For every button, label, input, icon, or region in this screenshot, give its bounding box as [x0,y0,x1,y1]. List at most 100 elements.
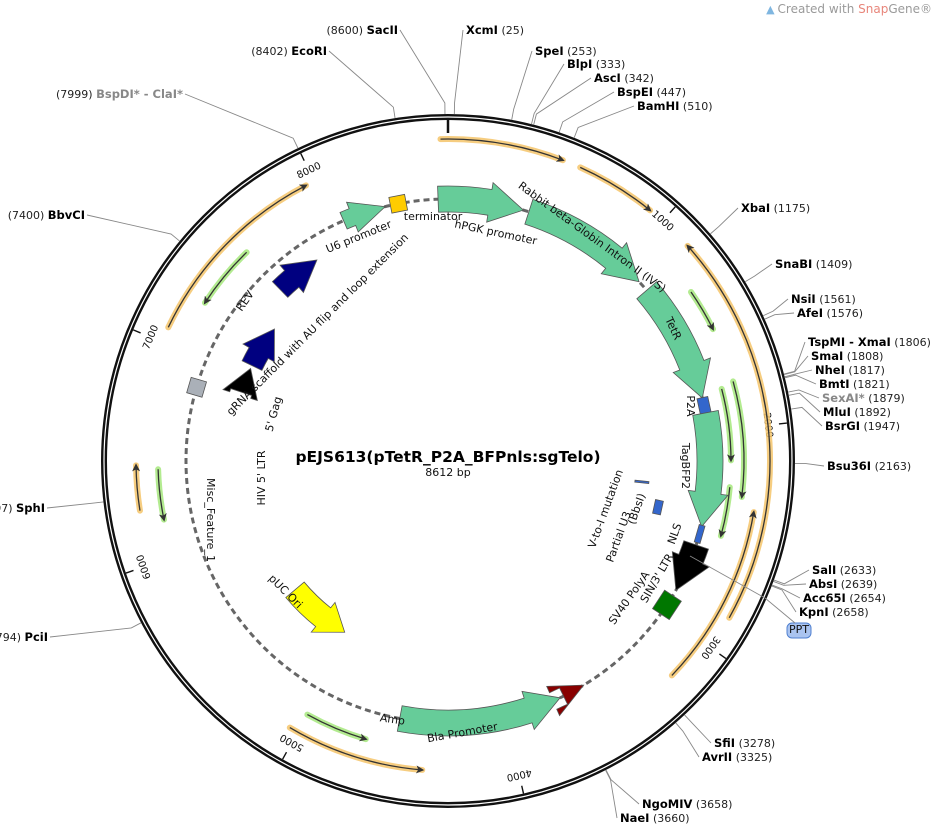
site-label: (7400) BbvCI [8,208,85,222]
restriction-site[interactable]: SnaBI (1409) [744,257,852,283]
feature-label: PPT [789,623,809,636]
feature-5-gag-shape [241,328,275,371]
restriction-site[interactable]: BspEI (447) [558,85,686,133]
site-leader-line [791,406,823,427]
restriction-site[interactable]: (8600) SacII [327,23,446,115]
feature-label: Misc_Feature_1 [204,478,217,562]
site-label: AscI (342) [594,71,654,85]
feature-misc-box[interactable] [186,376,208,398]
restriction-site[interactable]: SpeI (253) [511,44,597,120]
site-position: (342) [621,72,654,85]
site-label: SpeI (253) [535,44,597,58]
site-label: (7999) BspDI* - ClaI* [56,87,183,101]
site-leader-line [744,263,773,283]
site-leader-line [184,93,299,149]
feature-sin-3ltr[interactable] [671,540,711,591]
site-name: BmtI [819,377,850,391]
restriction-site[interactable]: XbaI (1175) [710,201,810,235]
restriction-site[interactable]: NgoMIV (3658) [605,769,732,811]
feature-beta-globin-intron[interactable] [524,198,640,283]
restriction-site[interactable]: SmaI (1808) [783,349,883,376]
restriction-site[interactable]: NaeI (3660) [605,769,690,825]
restriction-site[interactable]: SalI (2633) [773,563,876,585]
site-name: SexAI* [822,391,865,405]
plasmid-length: 8612 bp [425,466,470,479]
feature-bla-promoter-shape [546,684,585,717]
feature-puc-ori[interactable] [285,581,346,633]
restriction-site[interactable]: SexAI* (1879) [788,389,905,405]
orf-arrow [132,462,143,514]
site-name: BsrGI [825,419,860,433]
feature-terminator[interactable] [388,193,409,214]
restriction-site[interactable]: AvrII (3325) [675,722,773,764]
orf-arrow [684,242,773,621]
restriction-site[interactable]: Bsu36I (2163) [794,459,911,473]
restriction-site[interactable]: BamHI (510) [573,99,713,138]
feature-tetr[interactable] [636,281,712,399]
restriction-site[interactable]: Acc65I (2654) [771,584,886,605]
site-position: (1175) [770,202,810,215]
site-label: KpnI (2658) [799,605,869,619]
feature-5-gag[interactable] [241,328,275,371]
site-position: (7999) [56,88,96,101]
site-label: NheI (1817) [815,363,885,377]
restriction-site[interactable]: (7999) BspDI* - ClaI* [56,87,299,149]
feature-nls[interactable] [693,524,706,544]
orf-arrow [304,711,369,743]
feature-rev-shape [271,259,318,298]
restriction-site[interactable]: SfiI (3278) [684,714,776,750]
feature-label: Amp [379,711,406,727]
site-label: BsrGI (1947) [825,419,900,433]
site-leader-line [764,312,795,320]
restriction-site[interactable]: KpnI (2658) [771,585,869,619]
restriction-site[interactable]: BmtI (1821) [784,374,890,391]
restriction-site[interactable]: (6297) SphI [0,501,104,515]
restriction-site[interactable]: NheI (1817) [784,363,885,378]
feature-partial-u3-bar[interactable] [652,499,664,516]
feature-hiv-5ltr[interactable] [222,367,258,402]
restriction-site[interactable]: XcmI (25) [453,23,524,115]
watermark-prefix: Created with [777,2,859,16]
restriction-site[interactable]: AscI (342) [533,71,654,125]
restriction-site[interactable]: MluI (1892) [788,392,891,419]
site-position: (1947) [860,420,900,433]
tick-label: 6000 [135,553,154,581]
ppt-badge[interactable] [786,622,812,639]
restriction-site[interactable]: (5794) PciI [0,622,142,644]
site-position: (3658) [692,798,732,811]
site-name: NheI [815,363,845,377]
site-leader-line [784,369,813,378]
feature-tagbfp2[interactable] [687,410,729,528]
site-name: NgoMIV [642,797,692,811]
site-name: SacII [367,23,398,37]
feature-rev[interactable] [271,259,318,298]
restriction-site[interactable]: AfeI (1576) [764,306,863,320]
feature-bbsi-mark[interactable] [634,479,650,485]
feature-bla-promoter[interactable] [546,684,585,717]
feature-amp[interactable] [396,690,561,737]
feature-sv40-polya[interactable] [651,589,682,621]
feature-hpgk-promoter[interactable] [437,181,525,223]
feature-label: Rabbit beta-Globin Intron II (IVS) [516,179,669,295]
restriction-site[interactable]: AbsI (2639) [773,577,877,591]
site-leader-line [783,355,809,376]
feature-p2a[interactable] [696,395,712,415]
feature-tagbfp2-shape [687,410,729,528]
site-label: NgoMIV (3658) [642,797,732,811]
site-leader-line [788,389,820,399]
feature-hiv-5ltr-shape [222,367,258,402]
restriction-site[interactable]: BlpI (333) [531,57,625,125]
restriction-site[interactable]: (8402) EcoRI [251,44,396,119]
restriction-site[interactable]: (7400) BbvCI [8,208,180,242]
feature-tetr-shape [636,281,712,399]
site-label: TspMI - XmaI (1806) [808,335,931,349]
restriction-site[interactable]: NsiI (1561) [762,292,856,317]
restriction-site[interactable]: BsrGI (1947) [791,406,900,433]
site-position: (1576) [823,307,863,320]
orf-arrow [165,182,310,331]
feature-label: HIV 5' LTR [255,450,268,505]
site-label: SfiI (3278) [714,736,775,750]
tick-label: 4000 [506,766,533,782]
feature-u6-promoter[interactable] [339,201,387,233]
site-label: AbsI (2639) [809,577,877,591]
